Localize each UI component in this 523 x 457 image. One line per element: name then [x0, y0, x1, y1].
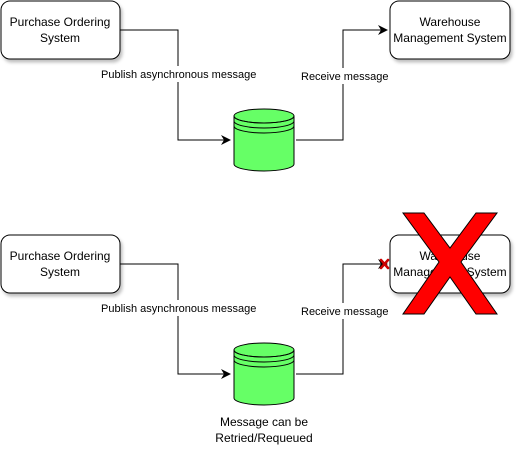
bottom-receive-label: Receive message: [299, 303, 388, 319]
bottom-publish-label: Publish asynchronous message: [99, 300, 256, 316]
top-publish-label-text: Publish asynchronous message: [101, 69, 256, 81]
top-source-label-line1: Purchase Ordering: [10, 15, 111, 29]
top-receive-label-text: Receive message: [301, 71, 388, 83]
top-source-label-line2: System: [40, 31, 80, 45]
bottom-flow: Purchase Ordering System Warehouse Manag…: [0, 212, 511, 445]
top-target-label-line2: Management System: [393, 31, 506, 45]
queue-note-line1: Message can be: [220, 415, 308, 429]
bottom-publish-connector: [120, 263, 231, 379]
top-publish-label: Publish asynchronous message: [99, 66, 256, 82]
top-receive-connector: [296, 25, 388, 141]
bottom-purchase-ordering-node[interactable]: Purchase Ordering System: [0, 234, 121, 294]
top-queue-database-cylinder-icon[interactable]: [233, 108, 295, 172]
top-warehouse-node[interactable]: Warehouse Management System: [389, 0, 511, 60]
bottom-publish-label-text: Publish asynchronous message: [101, 303, 256, 315]
small-red-x-icon: [379, 258, 390, 270]
top-flow: Purchase Ordering System Warehouse Manag…: [0, 0, 511, 172]
bottom-source-label-line2: System: [40, 265, 80, 279]
bottom-receive-label-text: Receive message: [301, 306, 388, 318]
bottom-source-label-line1: Purchase Ordering: [10, 249, 111, 263]
red-x-icon: [402, 212, 498, 315]
top-receive-label: Receive message: [299, 68, 388, 84]
top-purchase-ordering-node[interactable]: Purchase Ordering System: [0, 0, 121, 60]
bottom-queue-database-cylinder-icon[interactable]: [233, 342, 295, 406]
top-target-label-line1: Warehouse: [420, 15, 481, 29]
top-publish-connector: [120, 29, 231, 145]
queue-note-line2: Retried/Requeued: [215, 431, 312, 445]
